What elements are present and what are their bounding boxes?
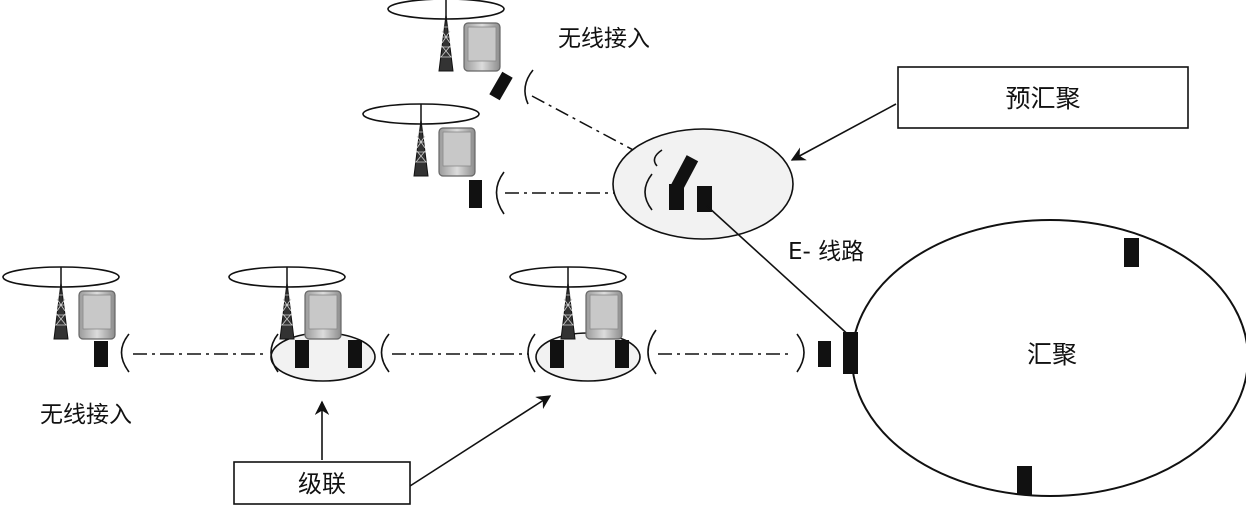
radio-arc xyxy=(120,333,130,373)
radio-arc xyxy=(647,329,657,375)
pre-aggregation-arrow xyxy=(790,103,897,161)
base-station-bottom-2 xyxy=(228,266,346,340)
base-station-icon xyxy=(387,0,505,72)
port-icon xyxy=(818,341,831,367)
base-station-icon xyxy=(228,266,346,340)
port-icon xyxy=(669,184,684,210)
radio-arc xyxy=(270,333,279,373)
port-icon xyxy=(670,155,699,192)
radio-arc xyxy=(495,171,505,215)
aggregation-label: 汇聚 xyxy=(1027,340,1077,369)
port-icon xyxy=(615,340,629,368)
radio-arc xyxy=(527,333,536,373)
cascade-label-box xyxy=(233,461,411,505)
radio-arc xyxy=(524,69,534,105)
base-station-bottom-3 xyxy=(509,266,627,340)
base-station-icon xyxy=(509,266,627,340)
port-icon xyxy=(1017,466,1032,495)
base-station-top-1 xyxy=(387,0,505,72)
port-icon xyxy=(550,340,564,368)
pre-aggregation-label-box xyxy=(897,66,1189,129)
radio-arc xyxy=(380,333,390,373)
port-icon xyxy=(348,340,362,368)
port-icon xyxy=(843,332,858,374)
pre-aggregation-label: 预汇聚 xyxy=(1005,84,1080,113)
radio-arc xyxy=(653,149,663,167)
e-line-label: E- 线路 xyxy=(788,239,864,265)
port-icon xyxy=(697,186,712,212)
base-station-icon xyxy=(362,103,480,177)
port-icon xyxy=(94,341,108,367)
port-icon xyxy=(295,340,309,368)
e-line xyxy=(706,205,854,340)
port-icon xyxy=(489,71,513,101)
pre-aggregation-node xyxy=(612,128,794,240)
cascade-label: 级联 xyxy=(298,470,346,498)
port-icon xyxy=(1124,238,1139,267)
base-station-top-2 xyxy=(362,103,480,177)
wireless-access-label-top: 无线接入 xyxy=(558,26,650,52)
base-station-bottom-1 xyxy=(2,266,120,340)
base-station-icon xyxy=(2,266,120,340)
port-icon xyxy=(469,180,482,208)
wireless-access-label-bottom: 无线接入 xyxy=(40,402,132,428)
radio-arc xyxy=(796,333,805,373)
cascade-arrow-2 xyxy=(409,395,552,487)
radio-arc xyxy=(644,173,653,211)
